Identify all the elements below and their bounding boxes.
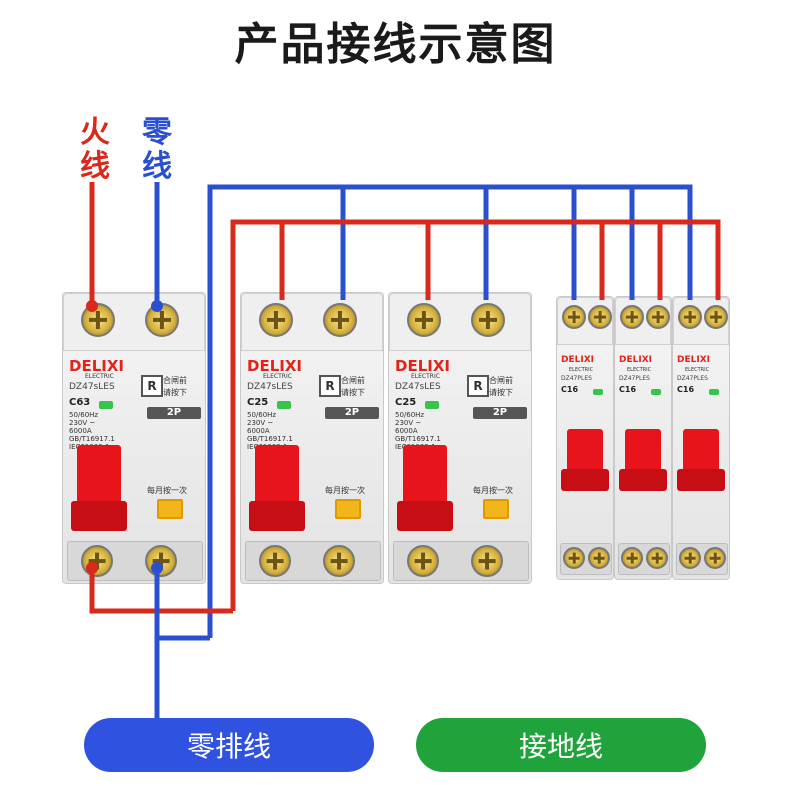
instruction-note: 合闸前 请按下 [489,376,513,397]
brand-logo: DELIXI [247,357,302,375]
terminal-screw-icon [259,545,291,577]
brand-logo: DELIXI [69,357,124,375]
terminal-screw-icon [407,545,439,577]
mcb-breaker: DELIXI ELECTRIC DZ47PLES C16 [556,296,614,580]
test-button[interactable] [335,499,361,519]
monthly-test-note: 每月按一次 [473,486,513,495]
model-label: DZ47PLES [561,375,592,382]
instruction-note: 合闸前 请按下 [163,376,187,397]
brand-logo: DELIXI [395,357,450,375]
terminal-screw-icon [678,305,702,329]
status-indicator [709,389,719,395]
terminal-screw-icon [588,305,612,329]
mcb-breaker: DELIXI ELECTRIC DZ47PLES C16 [672,296,730,580]
poles-badge: 2P [325,407,379,419]
lever-handle[interactable] [561,469,609,491]
toggle-lever[interactable] [677,429,725,491]
rating-label: C25 [395,397,417,408]
toggle-lever[interactable] [619,429,667,491]
terminal-screw-icon [646,547,668,569]
rating-label: C16 [619,385,637,394]
reset-icon: R [319,375,341,397]
monthly-test-note: 每月按一次 [147,486,187,495]
ground-button[interactable]: 接地线 [416,718,706,772]
terminal-screw-icon [562,305,586,329]
terminal-screw-icon [679,547,701,569]
status-indicator [277,401,291,409]
toggle-lever[interactable] [249,445,305,531]
terminal-screw-icon [563,547,585,569]
lever-handle[interactable] [677,469,725,491]
lever-handle[interactable] [619,469,667,491]
model-label: DZ47sLES [69,382,115,392]
poles-badge: 2P [473,407,527,419]
lever-handle[interactable] [71,501,127,531]
lever-handle[interactable] [397,501,453,531]
toggle-lever[interactable] [561,429,609,491]
neutral-bar-button[interactable]: 零排线 [84,718,374,772]
lever-handle[interactable] [249,501,305,531]
main-live-output [89,568,233,614]
live-terminal-dot [86,300,98,312]
terminal-screw-icon [81,545,113,577]
brand-logo: DELIXI [677,355,710,365]
toggle-lever[interactable] [397,445,453,531]
terminal-screw-icon [259,303,293,337]
brand-sub: ELECTRIC [411,373,440,380]
brand-sub: ELECTRIC [569,367,594,373]
terminal-screw-icon [588,547,610,569]
poles-badge: 2P [147,407,201,419]
neutral-bus-wire [207,184,693,638]
terminal-screw-icon [621,547,643,569]
test-button[interactable] [483,499,509,519]
live-wire-label: 火线 [80,115,110,184]
instruction-note: 合闸前 请按下 [341,376,365,397]
terminal-screw-icon [620,305,644,329]
rating-label: C16 [677,385,695,394]
model-label: DZ47PLES [619,375,650,382]
neutral-terminal-dot [151,300,163,312]
brand-sub: ELECTRIC [627,367,652,373]
status-indicator [99,401,113,409]
live-bus-wire [230,219,721,611]
model-label: DZ47PLES [677,375,708,382]
terminal-screw-icon [323,303,357,337]
test-button[interactable] [157,499,183,519]
reset-icon: R [141,375,163,397]
terminal-screw-icon [471,303,505,337]
rating-label: C16 [561,385,579,394]
terminal-screw-icon [704,547,726,569]
status-indicator [593,389,603,395]
main-neutral-output [154,568,210,641]
rating-label: C25 [247,397,269,408]
terminal-screw-icon [471,545,503,577]
reset-icon: R [467,375,489,397]
brand-logo: DELIXI [619,355,652,365]
status-indicator [425,401,439,409]
neutral-wire-label: 零线 [142,115,172,184]
top-terminal-block [63,293,205,351]
toggle-lever[interactable] [71,445,127,531]
page-title: 产品接线示意图 [234,19,557,70]
rating-label: C63 [69,397,91,408]
brand-sub: ELECTRIC [685,367,710,373]
status-indicator [651,389,661,395]
brand-logo: DELIXI [561,355,594,365]
main-live-out-dot [86,562,98,574]
brand-sub: ELECTRIC [263,373,292,380]
main-neutral-out-dot [151,562,163,574]
terminal-screw-icon [407,303,441,337]
terminal-screw-icon [323,545,355,577]
terminal-screw-icon [704,305,728,329]
model-label: DZ47sLES [247,382,293,392]
brand-sub: ELECTRIC [85,373,114,380]
monthly-test-note: 每月按一次 [325,486,365,495]
terminal-screw-icon [646,305,670,329]
mcb-breaker: DELIXI ELECTRIC DZ47PLES C16 [614,296,672,580]
model-label: DZ47sLES [395,382,441,392]
